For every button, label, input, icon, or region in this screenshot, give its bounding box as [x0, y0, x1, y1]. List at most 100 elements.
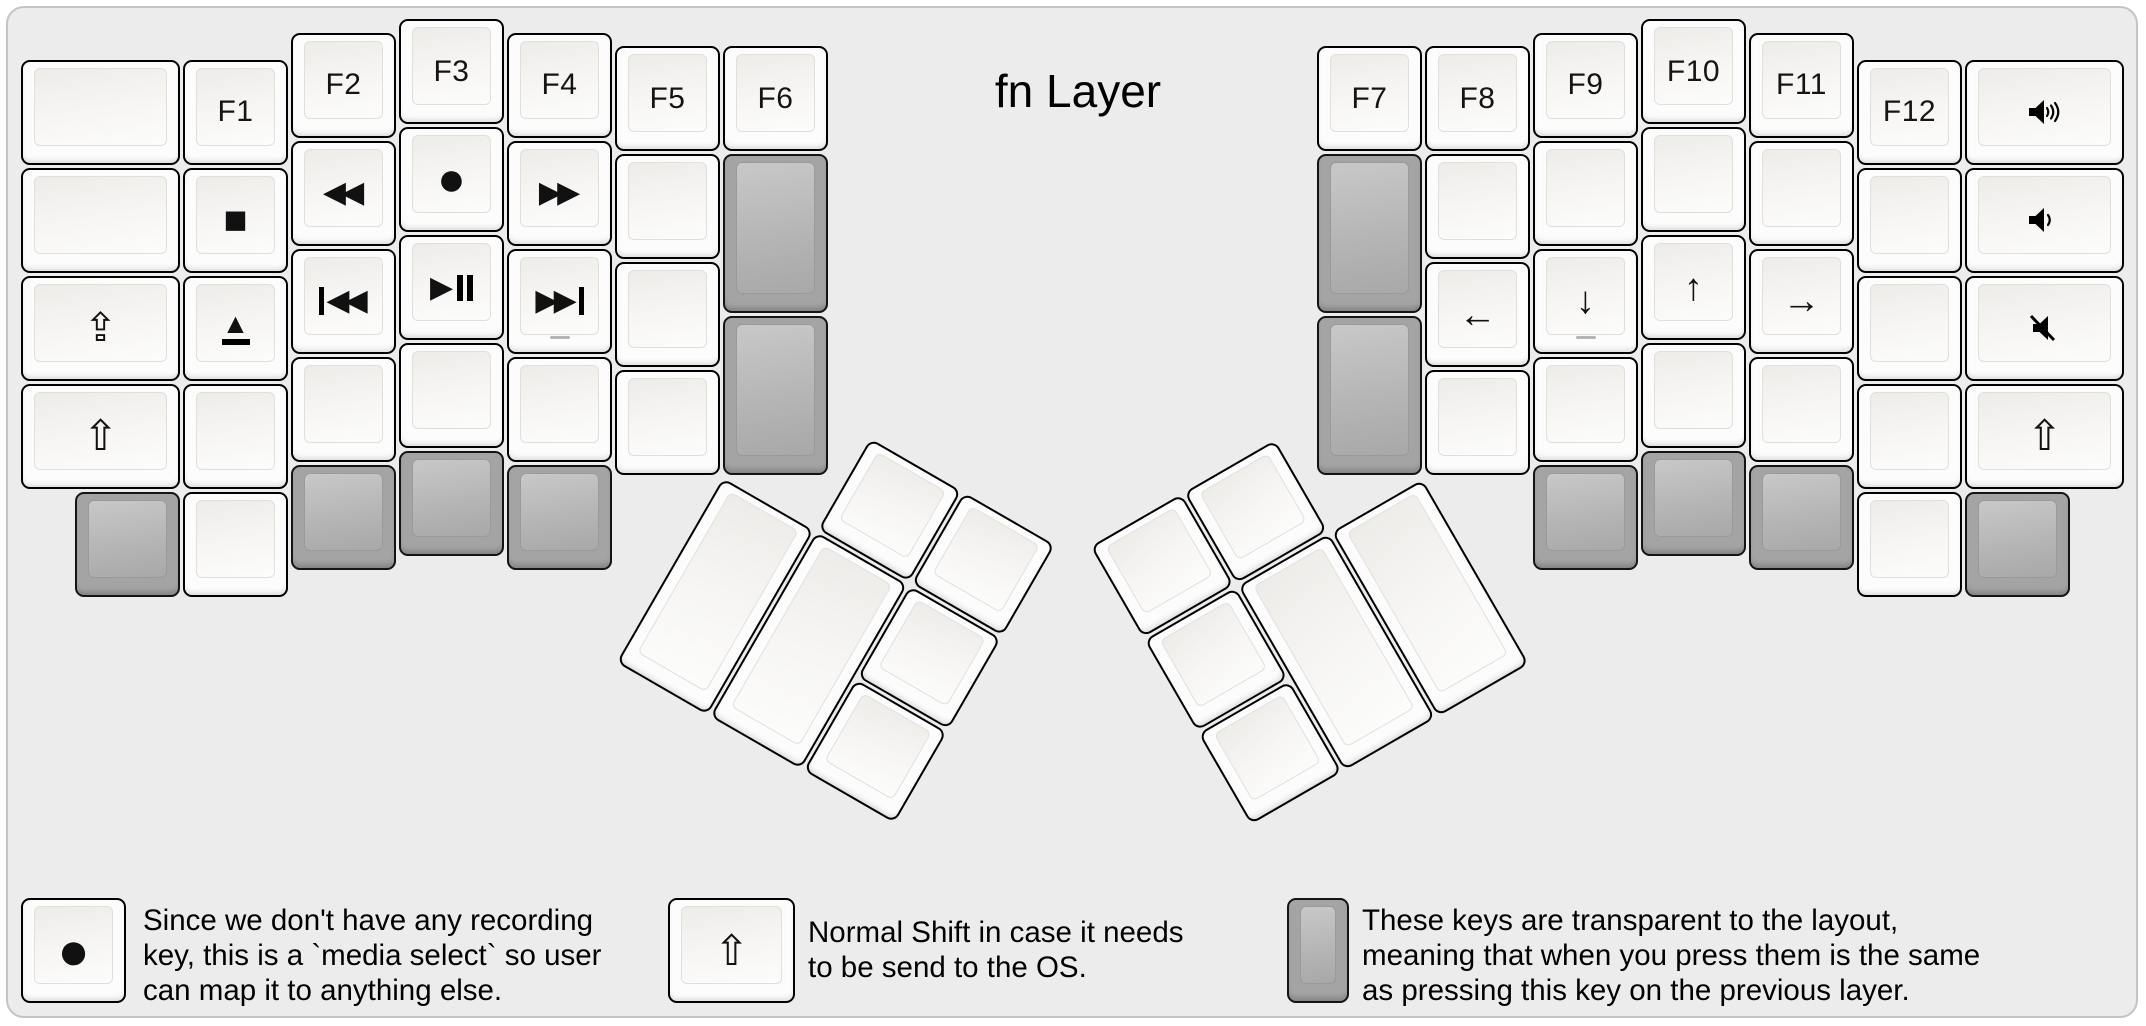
keycap — [520, 148, 599, 227]
key-volume-up[interactable] — [1965, 59, 2124, 165]
key-transparent-left-col6-row2[interactable] — [723, 154, 828, 313]
key-prev-track[interactable]: ◀◀ — [291, 248, 396, 354]
key-blank-right-col16-row2[interactable] — [1749, 140, 1854, 246]
key-transparent-right-col12-row3[interactable] — [1317, 316, 1422, 475]
keycap — [1762, 364, 1841, 443]
key-blank-right-col13-row4[interactable] — [1425, 370, 1530, 475]
key-blank-right-bottom[interactable] — [1857, 491, 1962, 597]
key-f4[interactable]: F4 — [507, 32, 612, 138]
key-blank-right-col15-row4[interactable] — [1641, 343, 1746, 448]
keycap — [1870, 283, 1949, 362]
key-caps-lock[interactable]: ⇪ — [21, 275, 180, 381]
key-blank-right-col13-row2[interactable] — [1425, 154, 1530, 259]
keycap — [1870, 391, 1949, 470]
keycap — [88, 499, 167, 578]
next-track-icon: ▶▶ — [535, 286, 584, 316]
key-blank-left-col0-row1[interactable] — [21, 59, 180, 165]
key-f11[interactable]: F11 — [1749, 32, 1854, 138]
key-symbol: → — [1782, 280, 1821, 322]
key-eject[interactable]: ▲ — [183, 275, 288, 381]
key-shift-left[interactable]: ⇧ — [21, 383, 180, 489]
key-label: F11 — [1776, 68, 1827, 101]
key-label: F3 — [433, 54, 470, 88]
keycap — [736, 324, 815, 456]
keycap — [628, 54, 707, 132]
key-f9[interactable]: F9 — [1533, 32, 1638, 138]
key-rewind[interactable]: ◀◀ — [291, 140, 396, 246]
key-blank-left-col0-row2[interactable] — [21, 167, 180, 273]
key-mute[interactable] — [1965, 275, 2124, 381]
key-arrow-down[interactable]: ↓ — [1533, 248, 1638, 354]
key-blank-left-col5-row2[interactable] — [615, 154, 720, 259]
key-volume-down[interactable] — [1965, 167, 2124, 273]
key-blank-right-col14-row4[interactable] — [1533, 356, 1638, 462]
key-f2[interactable]: F2 — [291, 32, 396, 138]
keycap — [304, 472, 383, 551]
key-transparent-right-col12-row2[interactable] — [1317, 154, 1422, 313]
key-icon-label: ▶▶ — [509, 251, 610, 352]
keycap — [1978, 67, 2111, 146]
legend-record-key: ● — [21, 898, 126, 1003]
key-f3[interactable]: F3 — [399, 19, 504, 124]
key-blank-left-bottom2[interactable] — [183, 491, 288, 597]
key-f10[interactable]: F10 — [1641, 19, 1746, 124]
layer-title: fn Layer — [994, 65, 1162, 117]
key-blank-right-col17-row3[interactable] — [1857, 275, 1962, 381]
keycap — [736, 162, 815, 294]
key-record[interactable]: ● — [399, 127, 504, 232]
key-f8[interactable]: F8 — [1425, 46, 1530, 151]
key-blank-right-col15-row2[interactable] — [1641, 127, 1746, 232]
keycap — [196, 499, 275, 578]
key-play-pause[interactable]: ▶ — [399, 235, 504, 340]
key-blank-left-col4-row4[interactable] — [507, 356, 612, 462]
key-blank-left-col3-row4[interactable] — [399, 343, 504, 448]
key-f12[interactable]: F12 — [1857, 59, 1962, 165]
fast-forward-icon: ▶▶ — [538, 176, 580, 209]
key-transparent-left-bottom1[interactable] — [75, 491, 180, 597]
key-label: F7 — [1351, 81, 1388, 115]
key-transparent-left-col2[interactable] — [291, 464, 396, 570]
key-blank-right-col17-row4[interactable] — [1857, 383, 1962, 489]
key-text-label: ● — [401, 129, 502, 230]
keycap — [1546, 364, 1625, 443]
keycap — [196, 391, 275, 470]
key-icon-label: ▲ — [185, 278, 286, 379]
key-label: F4 — [541, 68, 578, 101]
key-arrow-up[interactable]: ↑ — [1641, 235, 1746, 340]
key-f7[interactable]: F7 — [1317, 46, 1422, 151]
key-text-label: F11 — [1751, 35, 1852, 136]
key-label: F2 — [325, 68, 362, 101]
keycap — [1654, 135, 1733, 213]
key-next-track[interactable]: ▶▶ — [507, 248, 612, 354]
key-f1[interactable]: F1 — [183, 59, 288, 165]
keycap — [736, 54, 815, 132]
key-f6[interactable]: F6 — [723, 46, 828, 151]
legend-shift-text: Normal Shift in case it needs to be send… — [808, 916, 1184, 984]
key-stop[interactable]: ■ — [183, 167, 288, 273]
key-transparent-right-col16[interactable] — [1749, 464, 1854, 570]
key-transparent-right-bottom[interactable] — [1965, 491, 2070, 597]
key-transparent-right-col15[interactable] — [1641, 451, 1746, 556]
key-arrow-right[interactable]: → — [1749, 248, 1854, 354]
key-blank-left-col2-row4[interactable] — [291, 356, 396, 462]
key-transparent-left-col3[interactable] — [399, 451, 504, 556]
key-blank-left-col1-row4[interactable] — [183, 383, 288, 489]
key-blank-right-col17-row2[interactable] — [1857, 167, 1962, 273]
key-blank-right-col16-row4[interactable] — [1749, 356, 1854, 462]
key-transparent-right-col14[interactable] — [1533, 464, 1638, 570]
key-blank-right-col14-row2[interactable] — [1533, 140, 1638, 246]
keycap — [196, 175, 275, 254]
keycap — [304, 256, 383, 335]
key-arrow-left[interactable]: ← — [1425, 262, 1530, 367]
keycap — [1438, 54, 1517, 132]
key-transparent-left-col4[interactable] — [507, 464, 612, 570]
key-fast-forward[interactable]: ▶▶ — [507, 140, 612, 246]
key-blank-left-col5-row4[interactable] — [615, 370, 720, 475]
keycap — [1654, 459, 1733, 537]
key-transparent-left-col6-row3[interactable] — [723, 316, 828, 475]
key-f5[interactable]: F5 — [615, 46, 720, 151]
key-blank-left-col5-row3[interactable] — [615, 262, 720, 367]
key-icon-label — [1967, 278, 2122, 379]
keycap — [412, 243, 491, 321]
key-shift-right[interactable]: ⇧ — [1965, 383, 2124, 489]
